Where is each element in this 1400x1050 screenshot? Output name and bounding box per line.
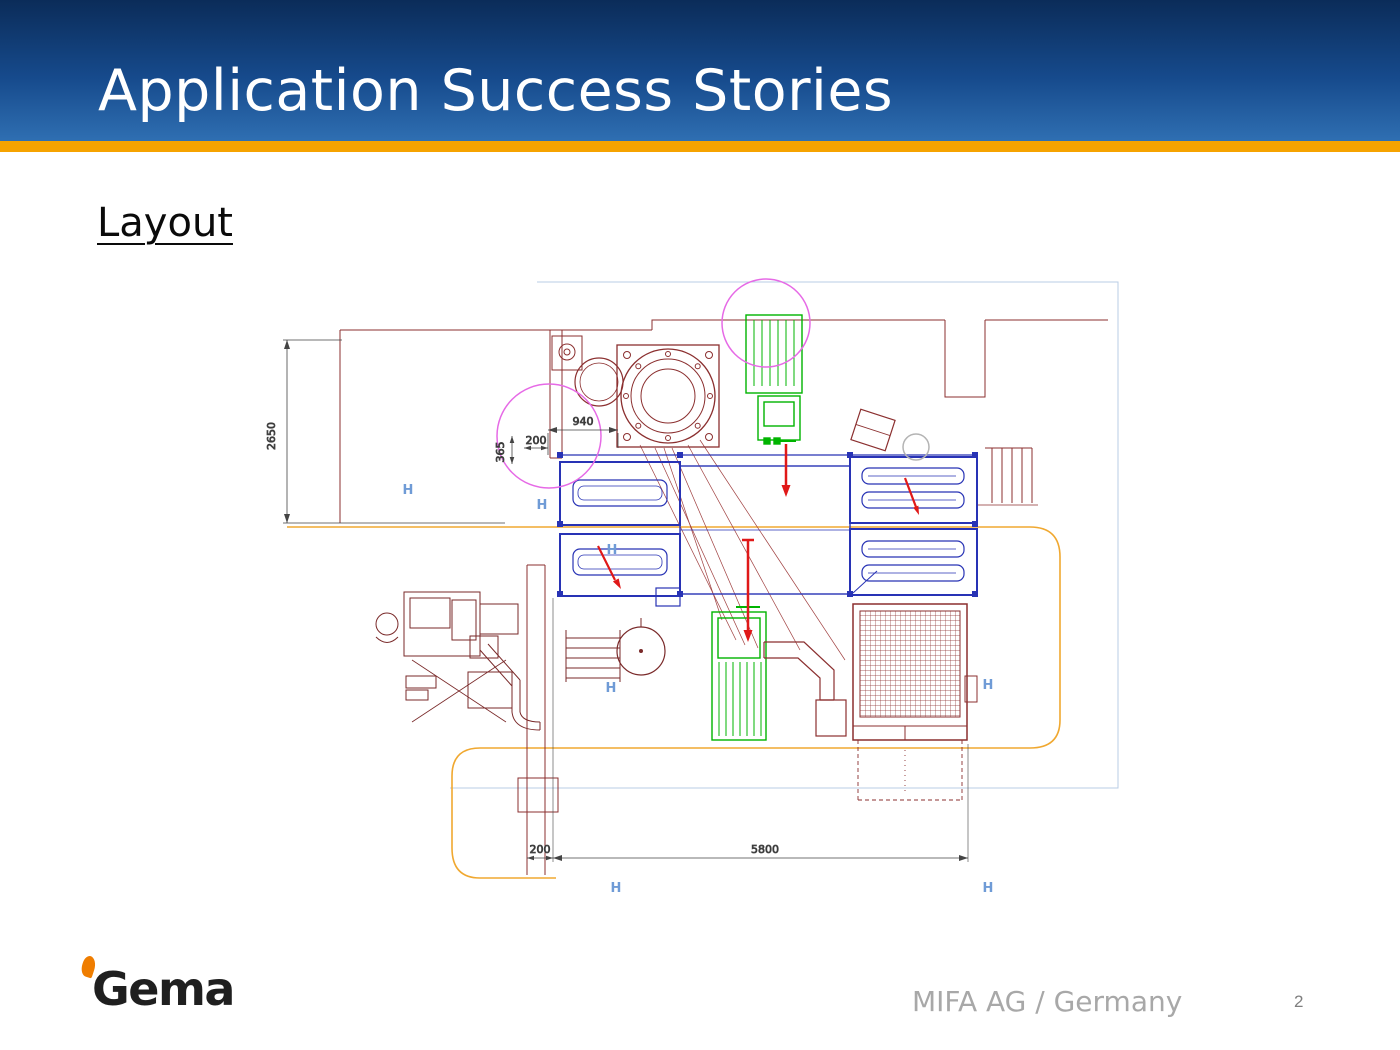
hook-marker: H	[403, 483, 414, 498]
accent-bar	[0, 141, 1400, 152]
hook-marker: H	[607, 543, 618, 558]
footer-caption: MIFA AG / Germany	[912, 985, 1183, 1018]
gema-logo: Gema	[79, 954, 244, 1022]
stairs	[565, 630, 621, 682]
dimensions: 2650 940 200 365 5800 2	[265, 339, 969, 862]
hook-marker: H	[983, 678, 994, 693]
duct	[763, 641, 847, 737]
dim-label-5800: 5800	[751, 843, 779, 856]
section-heading: Layout	[97, 200, 233, 246]
red-arrows	[597, 444, 919, 642]
rotary-machine	[574, 344, 720, 448]
slide-title: Application Success Stories	[98, 58, 894, 124]
slide-header: Application Success Stories	[0, 0, 1400, 141]
conveyor-path	[287, 526, 1061, 879]
hook-marker: H	[983, 881, 994, 896]
turntable	[616, 618, 666, 676]
page-number: 2	[1294, 992, 1304, 1011]
hook-marker: H	[611, 881, 622, 896]
dim-label-200-bottom: 200	[530, 843, 551, 856]
hook-marker: H	[606, 681, 617, 696]
feed-machine	[375, 591, 541, 731]
building-walls	[339, 319, 1108, 875]
dim-label-2650: 2650	[265, 422, 278, 450]
room-outline	[450, 281, 1119, 789]
dim-label-365: 365	[494, 442, 507, 463]
oven	[852, 603, 978, 801]
gema-logo-text: Gema	[92, 962, 235, 1016]
dim-label-940: 940	[573, 415, 594, 428]
construction-lines	[639, 439, 846, 661]
powder-booths	[557, 452, 978, 607]
dim-label-200-top: 200	[526, 434, 547, 447]
right-accessories	[850, 408, 1038, 506]
highlight-circles	[496, 278, 811, 489]
hook-markers: H H H H H H H	[403, 483, 994, 896]
hook-marker: H	[537, 498, 548, 513]
